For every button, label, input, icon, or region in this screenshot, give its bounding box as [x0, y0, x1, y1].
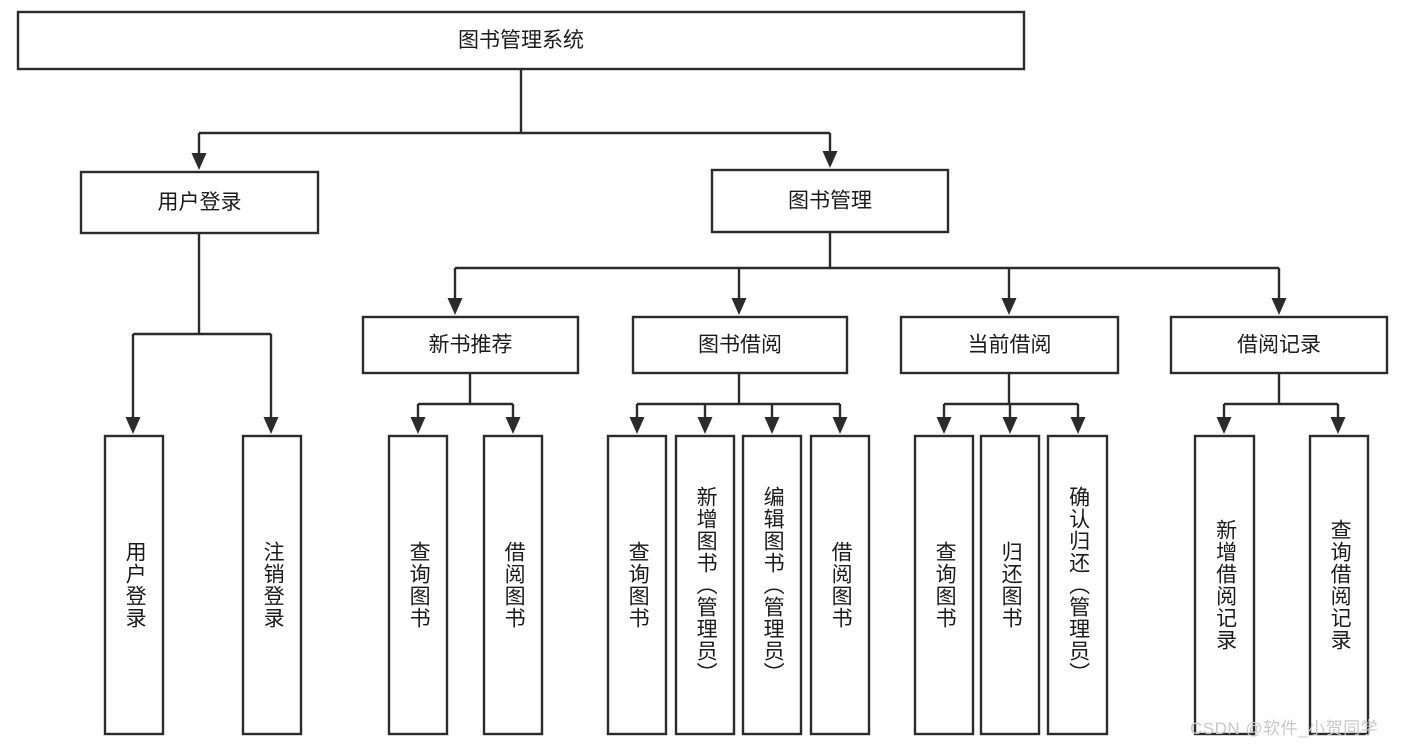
level3-node-label: 新书推荐 [429, 334, 513, 357]
arrow-user-login-icon [191, 153, 207, 170]
level3-node-box [631, 315, 849, 375]
level3-node-box [899, 315, 1120, 375]
arrow-new-book-recommend-icon [447, 298, 463, 315]
level2-node-box [710, 168, 950, 234]
leaf-node-box [979, 434, 1041, 736]
leaf-node-box [1046, 434, 1109, 736]
level3-node-label: 图书借阅 [698, 334, 782, 357]
level3-node-box [1169, 315, 1389, 375]
arrow-leaf-1-icon [125, 417, 141, 434]
level3-node-label: 当前借阅 [968, 334, 1052, 357]
node-leaf-borrow-book-2[interactable] [809, 434, 871, 736]
arrow-leaf-2-icon [263, 417, 279, 434]
node-leaf-query-book-2[interactable] [606, 434, 668, 736]
leaf-node-box [482, 434, 544, 736]
leaf-node-box [741, 434, 803, 736]
node-new-book-recommend[interactable]: 新书推荐 [361, 315, 580, 375]
watermark-text: CSDN @软件_小贺同学 [1190, 719, 1379, 738]
node-leaf-logout-login[interactable] [241, 434, 303, 736]
arrow-leaf-10-icon [1002, 417, 1018, 434]
arrow-borrow-record-icon [1271, 298, 1287, 315]
arrow-book-management-icon [822, 151, 838, 168]
node-leaf-add-book-admin[interactable] [674, 434, 736, 736]
arrow-heads-group [125, 151, 1346, 434]
root-node-box [16, 10, 1026, 71]
node-user-login[interactable]: 用户登录 [79, 170, 320, 235]
node-leaf-user-login[interactable] [103, 434, 165, 736]
leaf-node-box [241, 434, 303, 736]
arrow-leaf-6-icon [697, 417, 713, 434]
leaf-node-box [809, 434, 871, 736]
node-leaf-add-borrow-record[interactable] [1193, 434, 1256, 736]
level3-node-box [361, 315, 580, 375]
arrow-leaf-12-icon [1216, 417, 1232, 434]
leaf-node-box [103, 434, 165, 736]
arrow-book-borrow-icon [731, 298, 747, 315]
root-node-label: 图书管理系统 [458, 29, 584, 52]
arrow-leaf-4-icon [505, 417, 521, 434]
node-leaf-query-book-1[interactable] [387, 434, 449, 736]
leaf-node-box [1308, 434, 1370, 736]
arrow-current-borrow-icon [1001, 298, 1017, 315]
leaf-node-box [387, 434, 449, 736]
leaf-node-box [913, 434, 975, 736]
node-leaf-confirm-return-admin[interactable] [1046, 434, 1109, 736]
node-book-management[interactable]: 图书管理 [710, 168, 950, 234]
level3-node-label: 借阅记录 [1237, 334, 1321, 357]
arrow-leaf-8-icon [832, 417, 848, 434]
leaf-node-box [674, 434, 736, 736]
level2-node-label: 用户登录 [158, 191, 242, 214]
node-leaf-query-borrow-record[interactable] [1308, 434, 1370, 736]
arrow-leaf-11-icon [1070, 417, 1086, 434]
node-borrow-record[interactable]: 借阅记录 [1169, 315, 1389, 375]
node-leaf-query-book-3[interactable] [913, 434, 975, 736]
arrow-leaf-5-icon [629, 417, 645, 434]
arrow-leaf-9-icon [936, 417, 952, 434]
node-leaf-edit-book-admin[interactable] [741, 434, 803, 736]
leaf-node-box [1193, 434, 1256, 736]
node-book-borrow[interactable]: 图书借阅 [631, 315, 849, 375]
leaf-node-box [606, 434, 668, 736]
arrow-leaf-13-icon [1330, 417, 1346, 434]
node-current-borrow[interactable]: 当前借阅 [899, 315, 1120, 375]
node-leaf-return-book[interactable] [979, 434, 1041, 736]
level2-node-label: 图书管理 [788, 190, 872, 213]
arrow-leaf-7-icon [764, 417, 780, 434]
arrow-leaf-3-icon [410, 417, 426, 434]
level2-node-box [79, 170, 320, 235]
node-leaf-borrow-book-1[interactable] [482, 434, 544, 736]
node-root[interactable]: 图书管理系统 [16, 10, 1026, 71]
